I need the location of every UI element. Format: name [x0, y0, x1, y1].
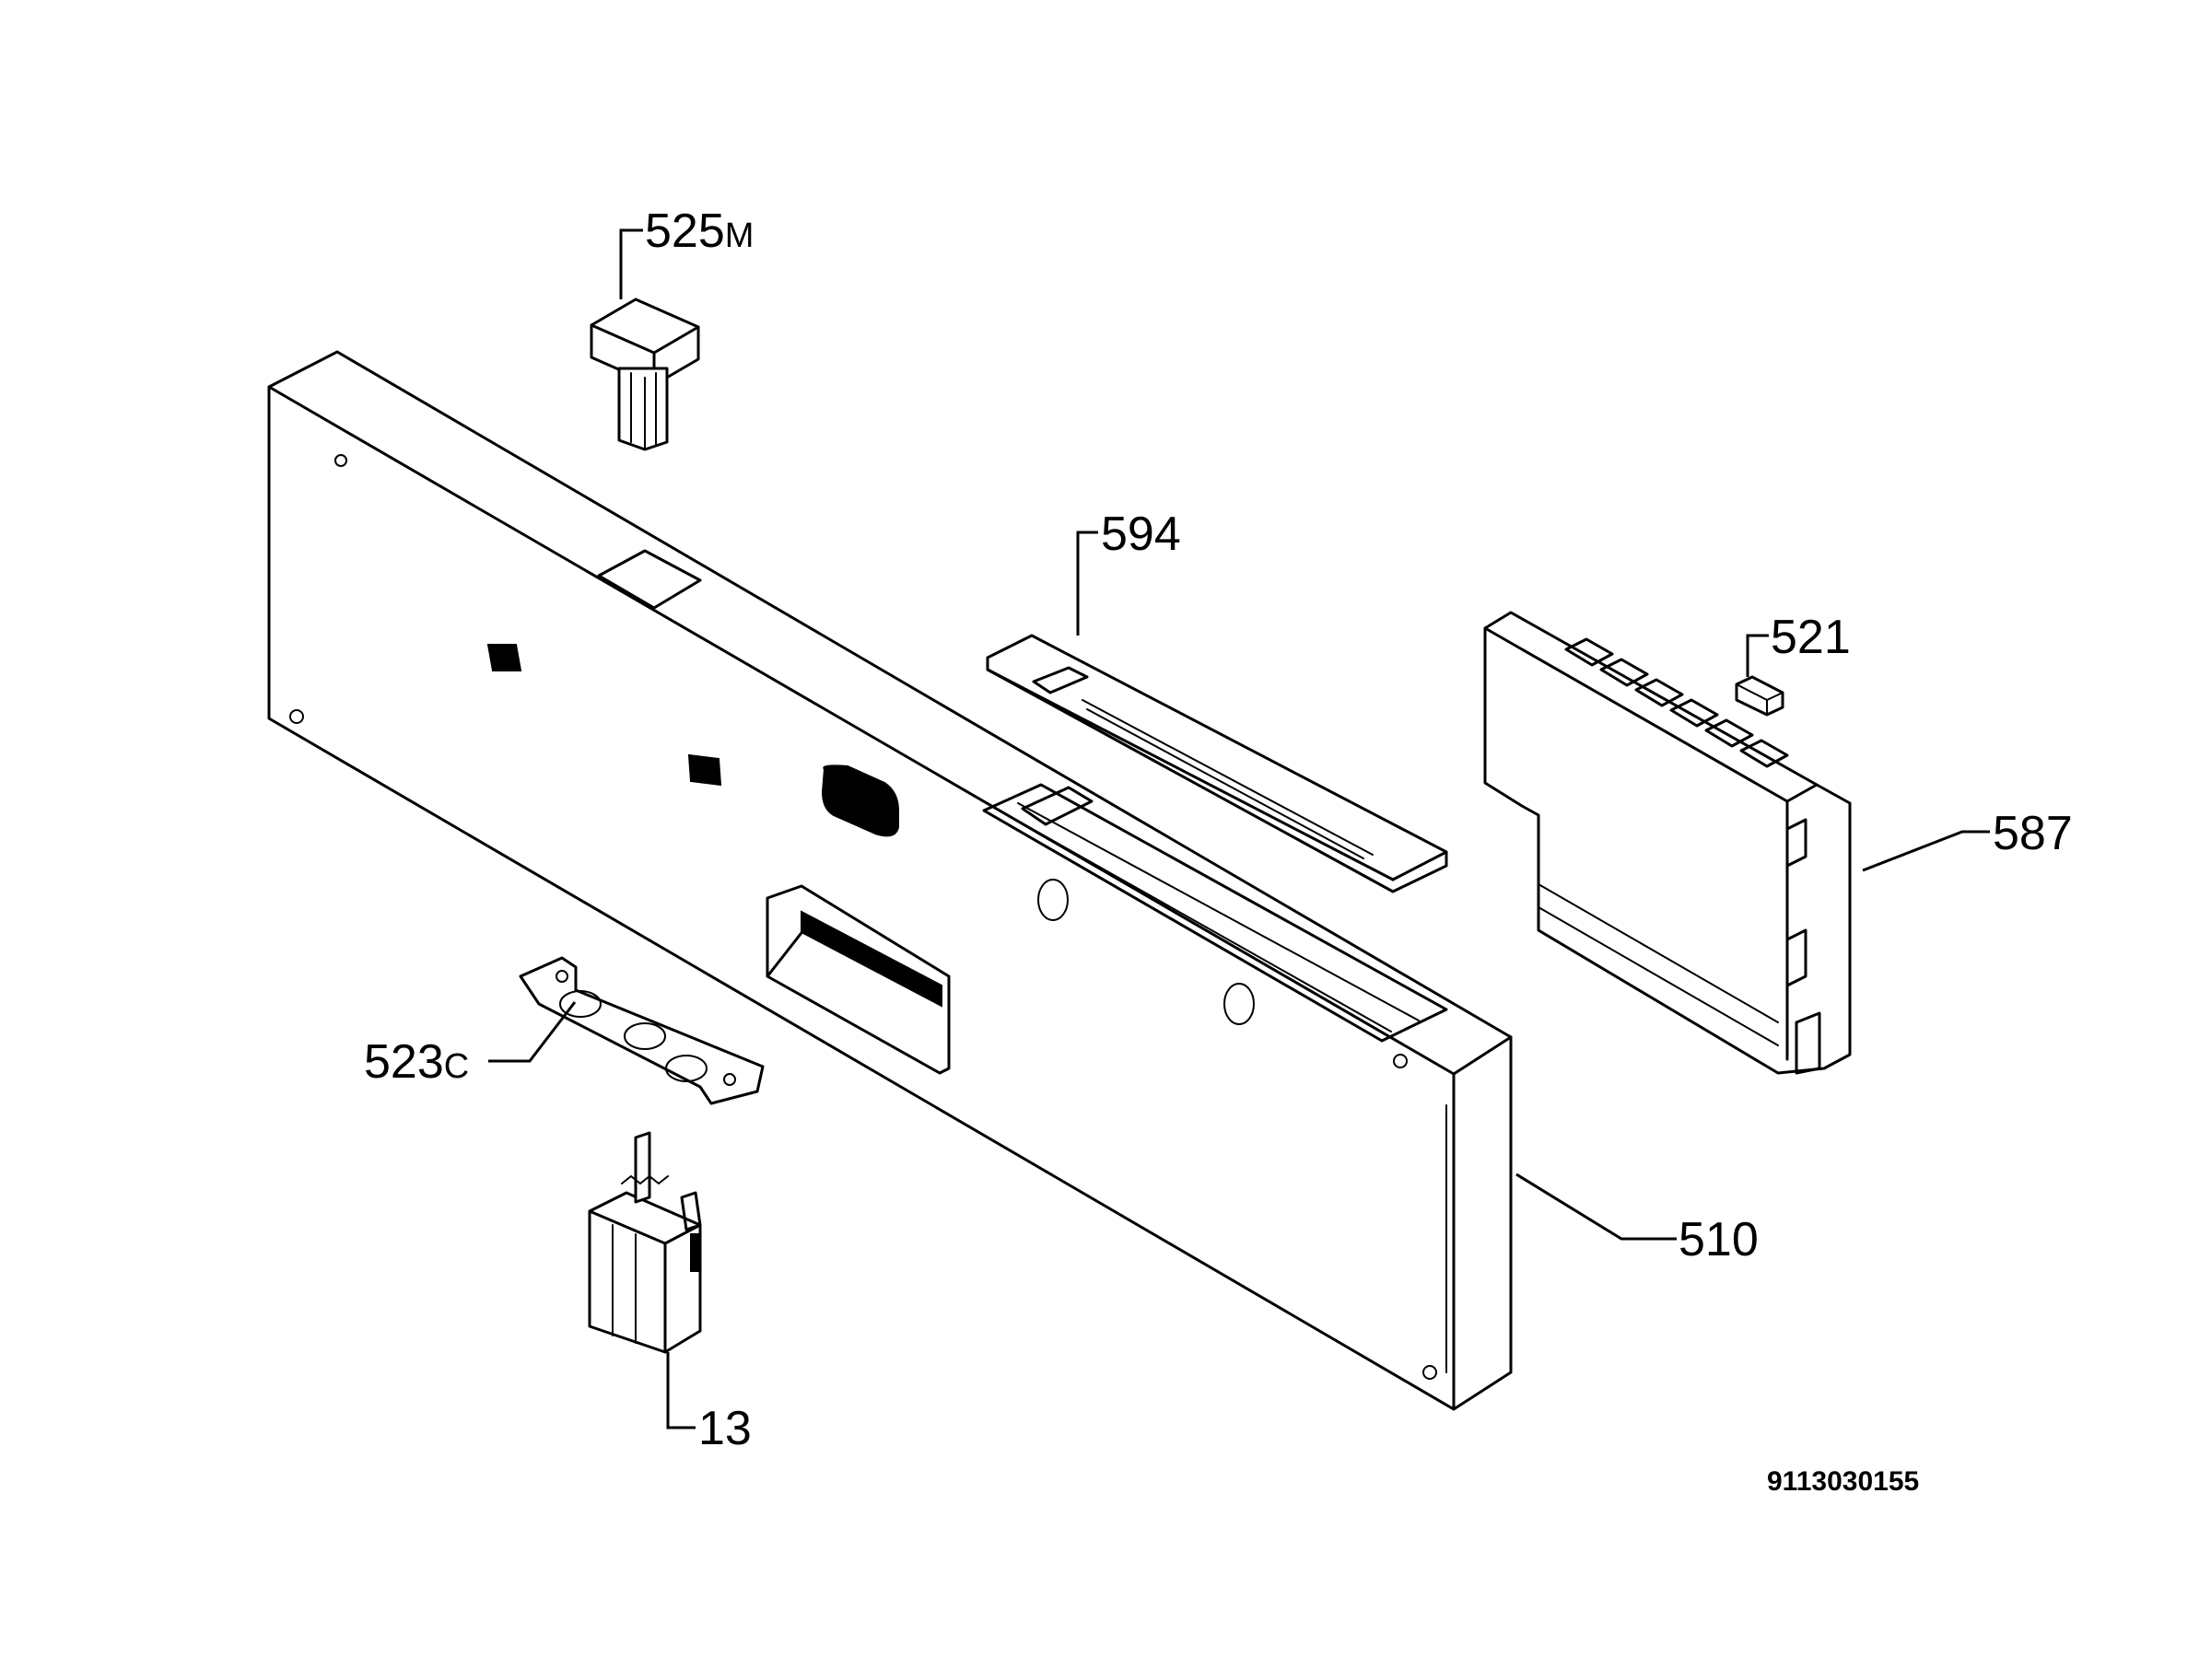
callout-587: 587	[1993, 807, 2073, 860]
drawing-code: 9113030155	[1767, 1466, 1919, 1497]
callout-594: 594	[1101, 508, 1181, 561]
callout-510: 510	[1679, 1213, 1759, 1266]
callout-523c-suffix: C	[444, 1047, 469, 1086]
callout-525m-number: 525	[645, 204, 725, 258]
leader-lines	[488, 228, 1990, 1429]
callout-525m-suffix: M	[725, 216, 755, 255]
callout-525m: 525M	[645, 204, 754, 258]
switch-13	[588, 1131, 702, 1354]
callout-521: 521	[1771, 611, 1851, 664]
svg-text:525M: 525M	[645, 204, 754, 258]
control-panel-510	[267, 350, 1513, 1411]
svg-text:523C: 523C	[364, 1035, 469, 1089]
knob-525m	[590, 298, 700, 451]
callout-13: 13	[698, 1402, 752, 1455]
trim-594	[986, 634, 1448, 893]
cap-521	[1735, 675, 1784, 717]
callout-523c-number: 523	[364, 1035, 444, 1089]
callout-523c: 523C	[364, 1035, 469, 1089]
bracket-523c	[519, 956, 765, 1105]
electronic-module-587	[1483, 611, 1852, 1075]
